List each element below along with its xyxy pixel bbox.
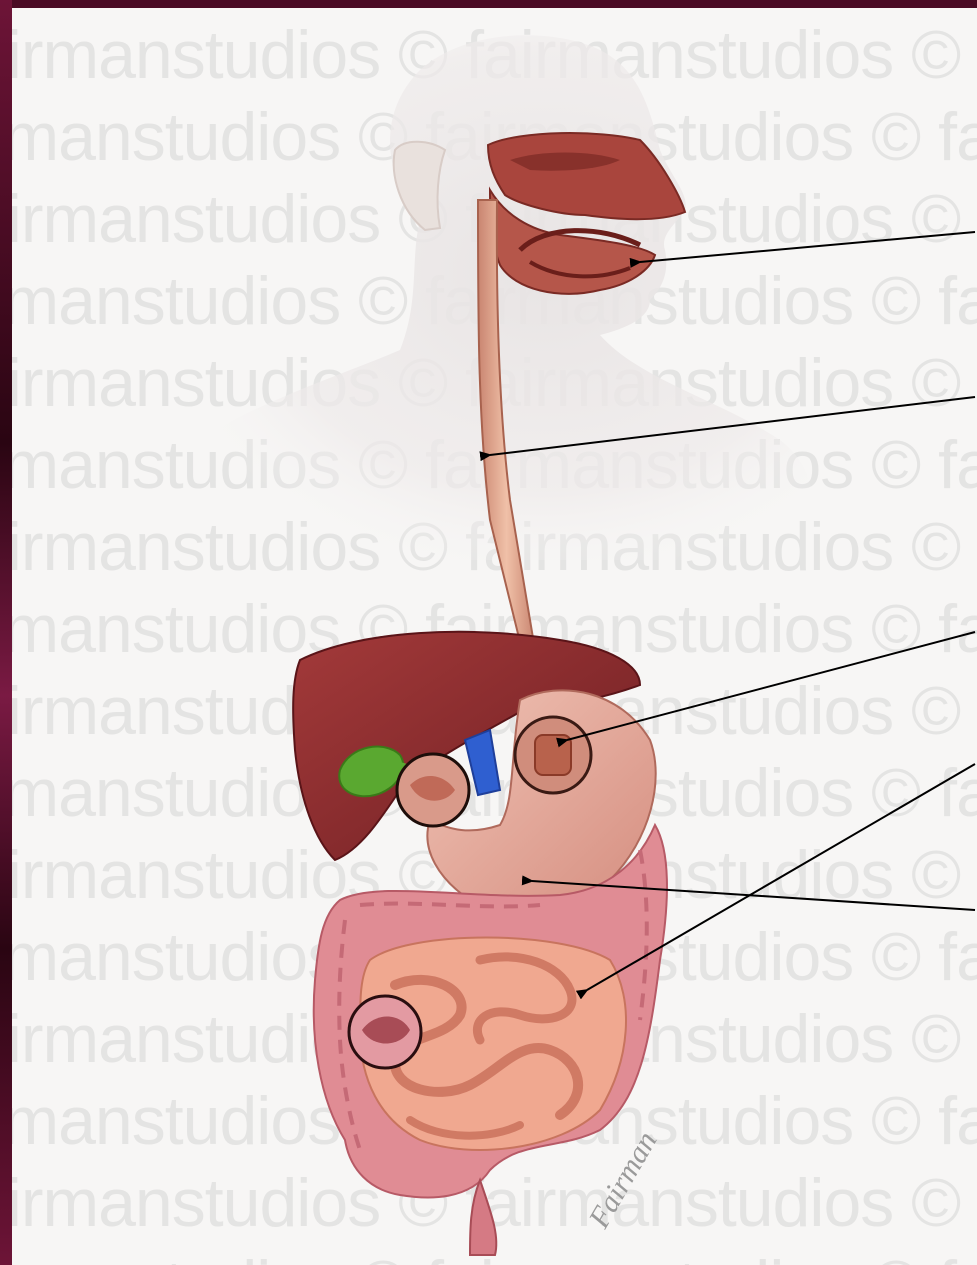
ear — [394, 142, 445, 230]
arrow-icon — [640, 232, 975, 262]
artist-signature: Fairman — [582, 1126, 664, 1234]
head-silhouette — [140, 35, 813, 560]
portal-vein — [465, 730, 500, 795]
rectum — [470, 1180, 496, 1255]
